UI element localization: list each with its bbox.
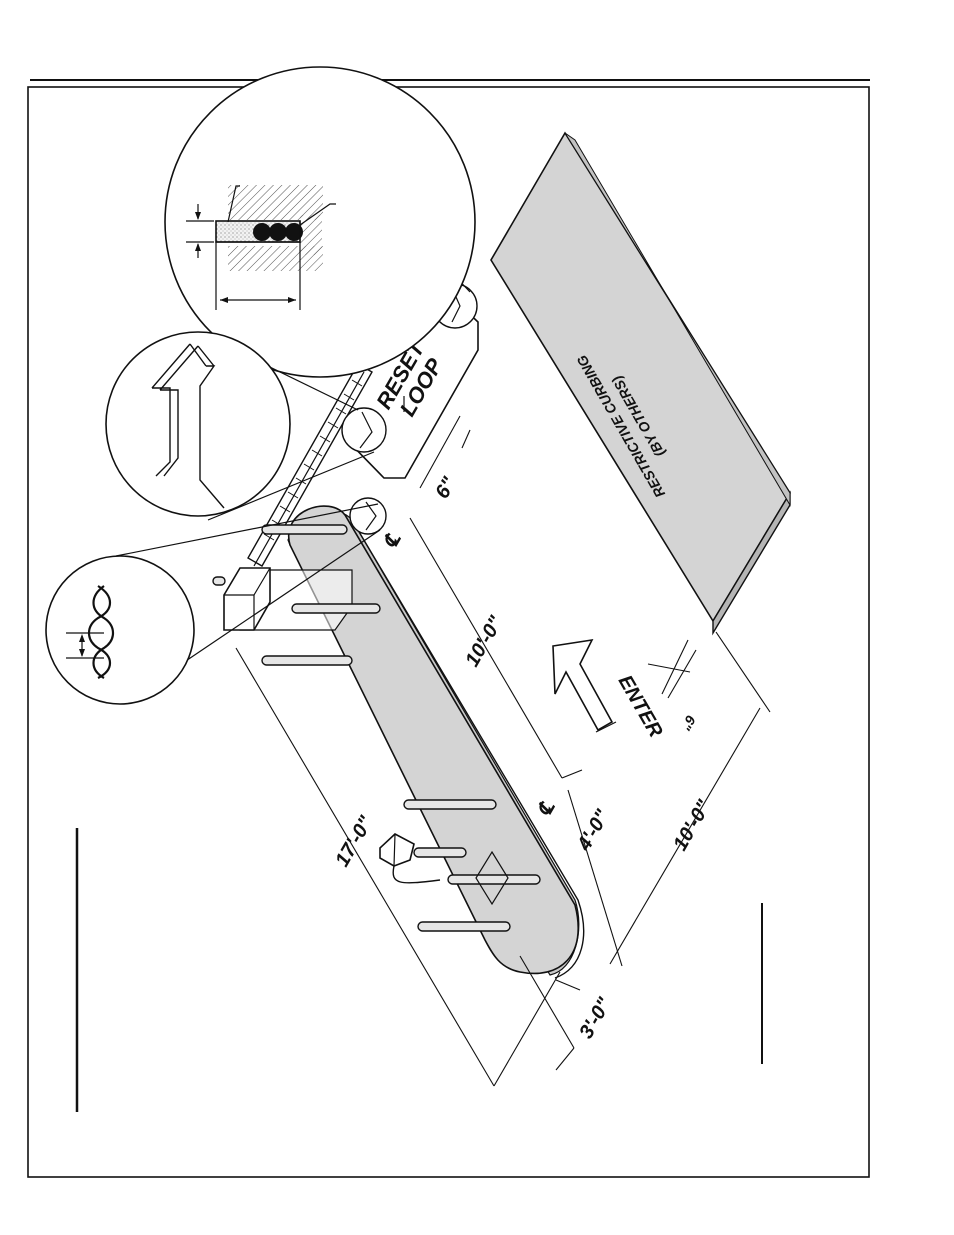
dim-3ft: 3'-0" bbox=[575, 994, 616, 1043]
junction-box bbox=[380, 834, 440, 883]
dim-4ft: 4'-0" bbox=[573, 806, 614, 856]
centerline-mark-upper: ℄ bbox=[379, 529, 405, 552]
dim-10ft-curb: 10'-0" bbox=[669, 796, 715, 854]
dim-10ft-loop: 10'-0" bbox=[461, 612, 507, 670]
enter-arrow: ENTER bbox=[553, 640, 667, 742]
detail-saw-cut-section bbox=[165, 67, 475, 377]
restrictive-curbing: RESTRICTIVE CURBING (BY OTHERS) bbox=[491, 133, 790, 633]
dim-6in-gap: 6" bbox=[431, 473, 461, 502]
centerline-mark-lower: ℄ bbox=[533, 797, 559, 820]
enter-label: ENTER bbox=[614, 672, 667, 742]
dim-curb-offset: 6" bbox=[678, 713, 699, 734]
